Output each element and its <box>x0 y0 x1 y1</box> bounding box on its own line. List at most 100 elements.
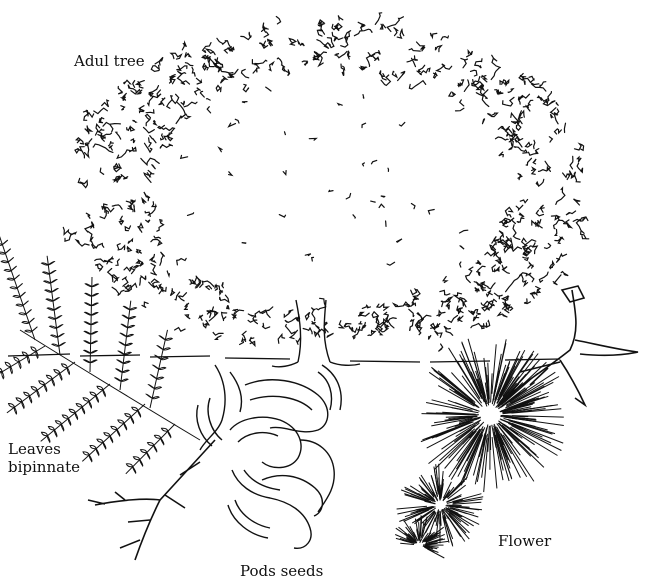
canopy-stroke <box>581 231 590 239</box>
canopy-stroke <box>196 78 201 84</box>
canopy-stroke <box>124 80 131 84</box>
canopy-stroke <box>302 61 308 66</box>
canopy-stroke <box>175 328 186 332</box>
leaflet <box>127 334 134 336</box>
canopy-stroke <box>150 136 156 143</box>
canopy-stroke <box>285 132 286 135</box>
canopy-stroke <box>556 188 565 205</box>
canopy-stroke <box>220 295 229 302</box>
canopy-stroke <box>157 220 164 232</box>
canopy-stroke <box>140 277 142 285</box>
leaflet <box>128 325 135 327</box>
leaflet <box>91 312 98 315</box>
canopy-stroke <box>460 262 461 267</box>
canopy-stroke <box>303 328 312 334</box>
canopy-stroke <box>486 290 492 296</box>
leaflet <box>46 299 53 301</box>
leaflet <box>85 312 92 315</box>
canopy-stroke <box>471 70 477 76</box>
canopy-stroke <box>125 226 130 231</box>
canopy-stroke <box>429 335 432 339</box>
leaflet <box>61 424 64 431</box>
canopy-stroke <box>161 98 165 102</box>
leaflet <box>91 341 98 344</box>
leaflet <box>17 283 22 288</box>
canopy-stroke <box>99 118 104 123</box>
leaflet <box>20 292 25 297</box>
canopy-stroke <box>418 321 420 327</box>
leaflet <box>89 401 92 408</box>
canopy-stroke <box>387 262 395 265</box>
canopy-stroke <box>536 179 544 186</box>
leaflet <box>130 308 137 310</box>
canopy-stroke <box>529 149 539 156</box>
leaflet <box>50 270 56 273</box>
canopy-stroke <box>185 116 190 118</box>
canopy-stroke <box>540 82 546 87</box>
canopy-stroke <box>339 321 343 328</box>
canopy-stroke <box>144 127 155 132</box>
canopy-stroke <box>137 81 145 88</box>
leaflet <box>104 433 110 436</box>
canopy-stroke <box>545 161 550 171</box>
canopy-stroke <box>499 152 504 157</box>
canopy-stroke <box>112 287 124 295</box>
leaf-rachis <box>20 330 200 440</box>
canopy-stroke <box>94 108 108 114</box>
canopy-stroke <box>554 109 559 115</box>
bipinnate-leaf <box>0 236 200 474</box>
canopy-stroke <box>566 211 576 215</box>
leaflet <box>84 341 91 344</box>
canopy-stroke <box>392 72 396 78</box>
leaflet <box>154 387 161 389</box>
stamen <box>441 374 476 403</box>
canopy-stroke <box>430 33 436 37</box>
canopy-stroke <box>131 139 135 143</box>
canopy-stroke <box>117 150 130 158</box>
canopy-stroke <box>126 201 135 205</box>
canopy-stroke <box>76 240 89 246</box>
leaflet <box>165 338 172 340</box>
leaflet <box>148 443 154 446</box>
canopy-stroke <box>100 207 106 219</box>
stamen <box>427 549 444 558</box>
canopy-stroke <box>200 91 204 97</box>
leaflet <box>29 396 31 403</box>
canopy-stroke <box>96 124 100 130</box>
leaflet <box>16 304 23 306</box>
canopy-stroke <box>520 200 527 203</box>
leaflet <box>125 343 132 345</box>
canopy-stroke <box>124 267 135 274</box>
leaflet <box>126 464 132 467</box>
canopy-stroke <box>505 237 509 242</box>
leaflet <box>97 386 103 389</box>
canopy-stroke <box>78 178 87 187</box>
canopy-stroke <box>216 336 222 340</box>
leaflet <box>147 453 150 459</box>
leaflet <box>124 352 131 354</box>
canopy-stroke <box>144 192 150 201</box>
canopy-stroke <box>142 302 148 308</box>
canopy-stroke <box>409 48 420 51</box>
canopy-stroke <box>545 244 551 249</box>
leaflet <box>51 279 57 282</box>
leaflet <box>14 357 19 361</box>
leaflet <box>83 398 89 401</box>
leaflet <box>116 369 122 372</box>
canopy-stroke <box>532 168 536 175</box>
leaflet <box>5 362 11 366</box>
canopy-stroke <box>332 24 339 30</box>
leaflet <box>19 362 21 369</box>
canopy-stroke <box>136 250 141 254</box>
leaflet <box>54 430 57 437</box>
leaflet <box>163 348 170 350</box>
canopy-stroke <box>185 303 189 309</box>
canopy-stroke <box>523 281 527 286</box>
leaflet <box>47 308 54 310</box>
canopy-stroke <box>159 103 164 106</box>
leaflet <box>53 298 59 301</box>
canopy-stroke <box>116 132 121 139</box>
stamen <box>491 373 493 402</box>
canopy-stroke <box>327 333 334 337</box>
canopy-stroke <box>477 266 486 275</box>
